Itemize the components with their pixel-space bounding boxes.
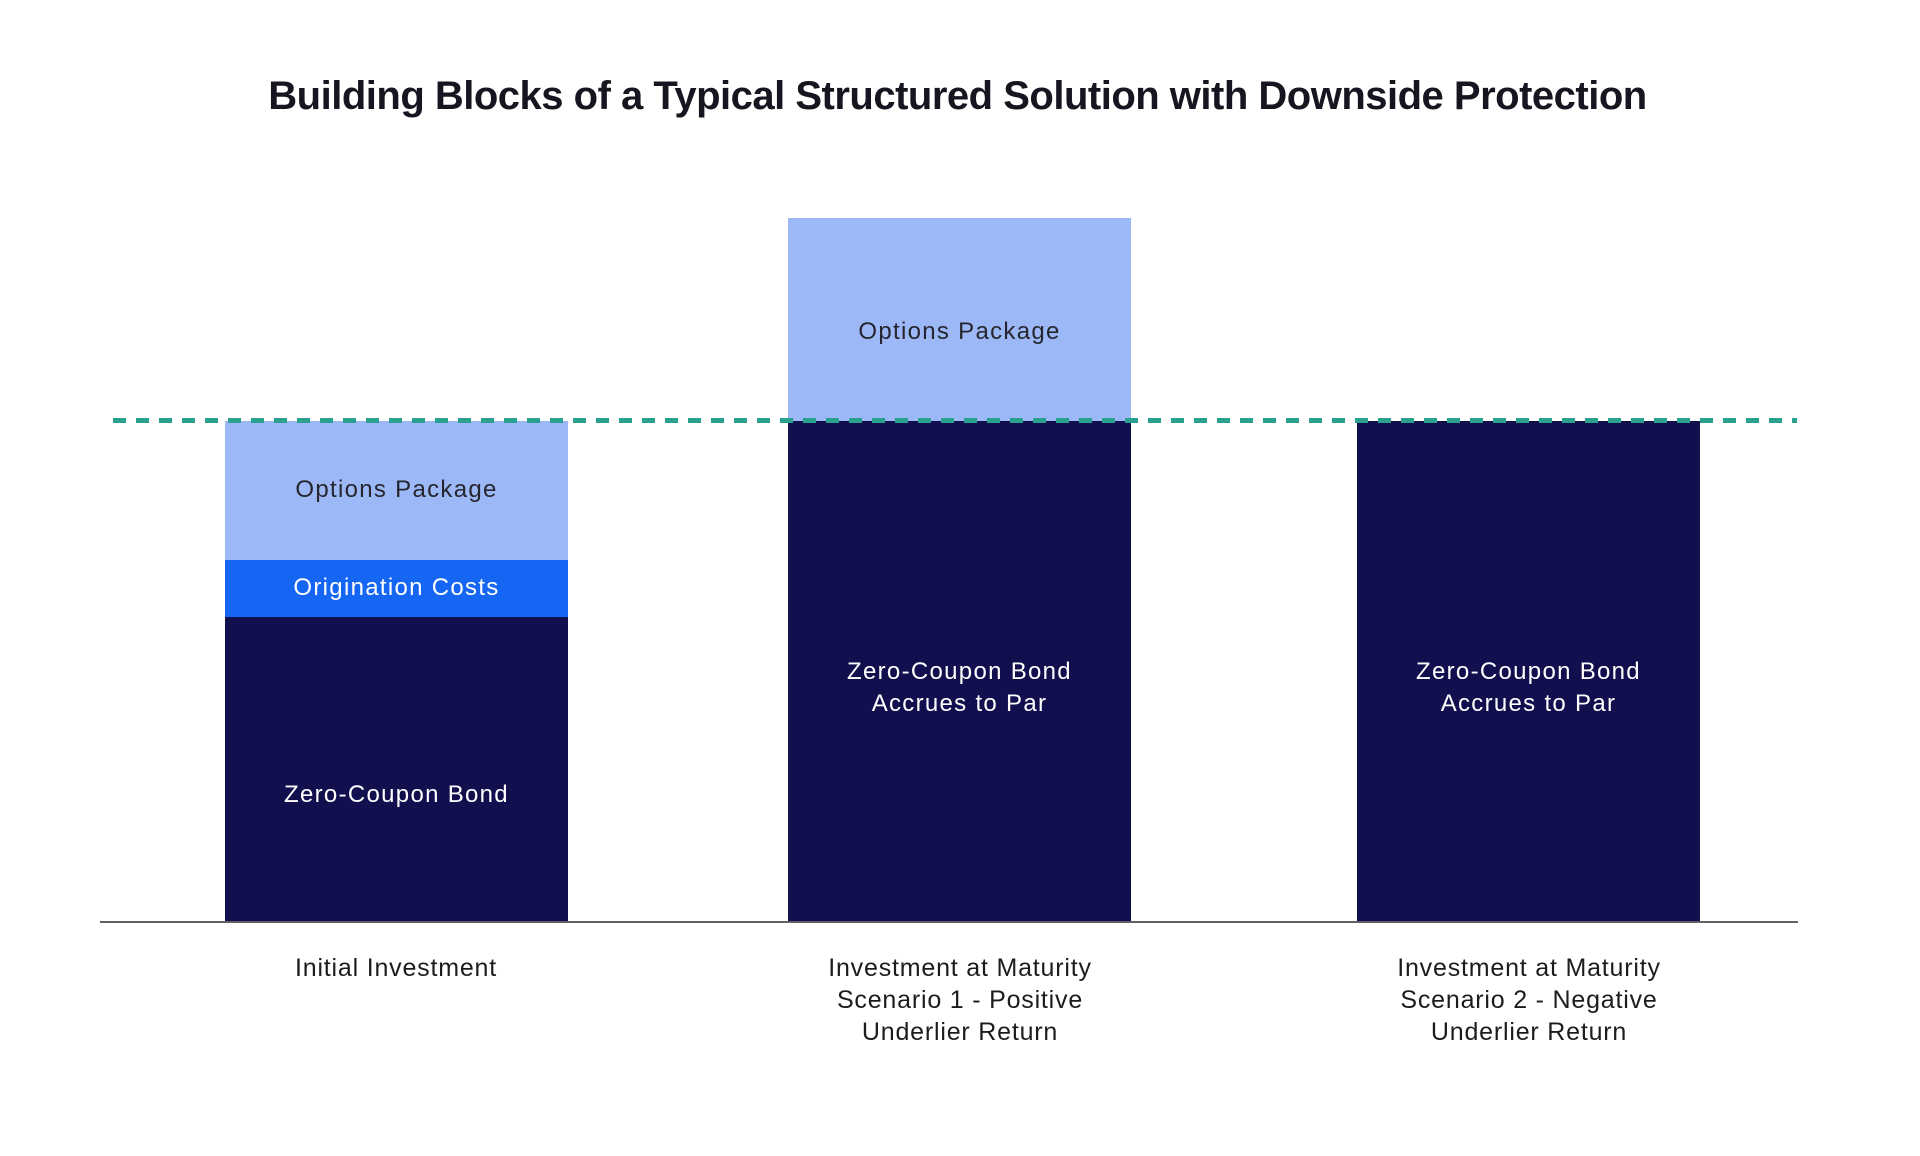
- par-level-dashed-line: [113, 418, 1797, 423]
- segment-origination-costs: Origination Costs: [225, 560, 568, 617]
- x-axis-line: [100, 921, 1798, 923]
- segment-label: Origination Costs: [293, 574, 500, 602]
- segment-options-package: Options Package: [225, 421, 568, 560]
- segment-label: Zero-Coupon Bond Accrues to Par: [1416, 657, 1641, 717]
- segment-zero-coupon-bond: Zero-Coupon Bond: [225, 617, 568, 921]
- x-axis-label-initial-investment: Initial Investment: [295, 954, 497, 982]
- chart-title: Building Blocks of a Typical Structured …: [268, 74, 1647, 118]
- segment-label: Options Package: [858, 317, 1061, 345]
- x-axis-label-maturity-scenario-1: Investment at Maturity Scenario 1 - Posi…: [828, 954, 1092, 1046]
- segment-options-package: Options Package: [788, 218, 1131, 421]
- bar-initial-investment: Options Package Origination Costs Zero-C…: [225, 421, 568, 921]
- bar-maturity-scenario-2: Zero-Coupon Bond Accrues to Par: [1357, 421, 1700, 921]
- bar-maturity-scenario-1: Options Package Zero-Coupon Bond Accrues…: [788, 218, 1131, 921]
- segment-zero-coupon-bond-accrues: Zero-Coupon Bond Accrues to Par: [1357, 421, 1700, 921]
- segment-label: Zero-Coupon Bond: [284, 780, 509, 808]
- x-axis-label-maturity-scenario-2: Investment at Maturity Scenario 2 - Nega…: [1397, 954, 1661, 1046]
- segment-label: Zero-Coupon Bond Accrues to Par: [847, 657, 1072, 717]
- segment-zero-coupon-bond-accrues: Zero-Coupon Bond Accrues to Par: [788, 421, 1131, 921]
- segment-label: Options Package: [295, 476, 498, 504]
